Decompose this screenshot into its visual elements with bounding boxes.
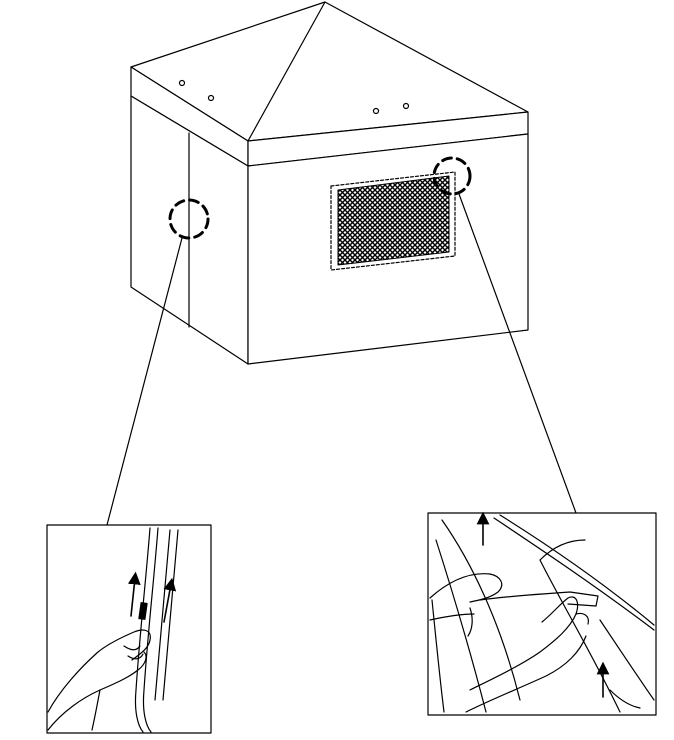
vent-hole <box>372 107 380 115</box>
window-zipper-callout-circle <box>432 156 472 196</box>
up-arrow-icon <box>127 571 141 617</box>
hand-outline <box>47 629 151 713</box>
door-callout-leader <box>106 237 183 526</box>
window-mesh <box>337 175 450 266</box>
vent-hole <box>178 79 186 87</box>
left-hand-outline <box>429 573 503 603</box>
zipper-pull <box>138 602 148 620</box>
up-arrow-icon <box>163 577 177 623</box>
window-zipper-detail-panel <box>427 511 657 716</box>
mesh-window <box>330 171 456 271</box>
vent-hole <box>402 102 410 110</box>
tent-roof <box>130 1 529 167</box>
door-zipper-detail-panel <box>46 524 212 734</box>
window-callout-leader <box>458 193 577 514</box>
vent-hole <box>207 94 215 102</box>
door-zipper-callout-circle <box>168 198 210 240</box>
